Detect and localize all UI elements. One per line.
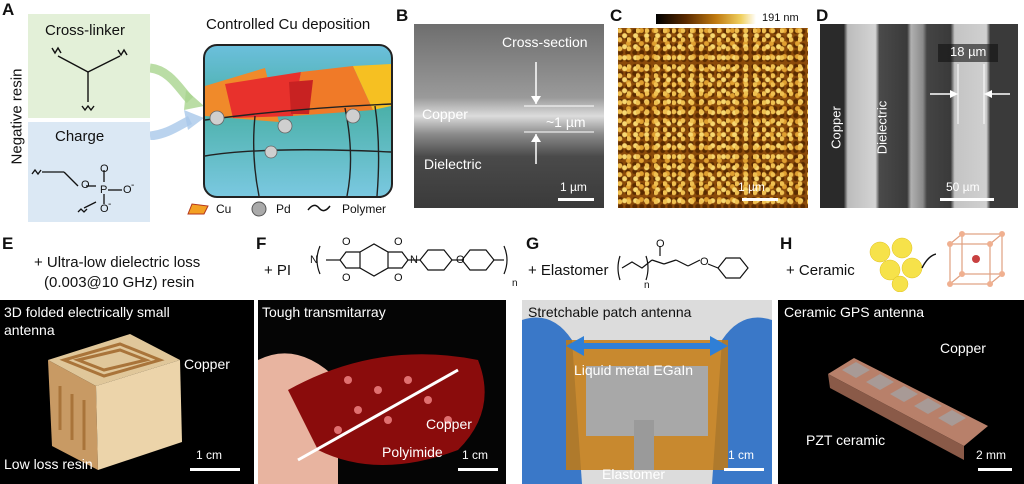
sem-scale-bar xyxy=(558,198,594,201)
thickness-label: ~1 µm xyxy=(546,114,586,130)
crosslinker-label: Cross-linker xyxy=(45,22,126,39)
afm-scale-label: 1 µm xyxy=(738,180,765,194)
pd-legend-icon xyxy=(251,201,267,217)
panel-a-label: A xyxy=(2,0,15,19)
panel-f-label: F xyxy=(256,234,267,253)
deposition-illustration xyxy=(203,44,393,198)
pattern-scale-bar xyxy=(940,198,994,201)
patch-antenna-photo xyxy=(522,300,772,484)
pi-atom-o1: O xyxy=(342,236,351,248)
copper-layer-label: Copper xyxy=(422,106,468,122)
charge-minus1: - xyxy=(131,180,135,191)
ceramic-caption: + Ceramic xyxy=(786,262,855,279)
gps-antenna-photo xyxy=(778,300,1024,484)
pattern-scale-label: 50 µm xyxy=(946,180,980,194)
afm-surface-image xyxy=(618,28,808,208)
flow-arrows xyxy=(150,63,204,140)
dielectric-layer-label: Dielectric xyxy=(424,156,482,172)
elastomer-atom-o1: O xyxy=(656,238,665,250)
pi-atom-n1: N xyxy=(310,254,318,266)
small-antenna-scale-label: 1 cm xyxy=(196,448,223,462)
pi-atom-o2: O xyxy=(394,236,403,248)
panel-h-label: H xyxy=(780,234,793,253)
colorbar-max-label: 191 nm xyxy=(762,12,799,24)
transmitarray-photo xyxy=(258,300,506,484)
transmitarray-copper-label: Copper xyxy=(426,416,472,432)
elastomer-label: Elastomer xyxy=(602,466,666,482)
pi-atom-o5: O xyxy=(456,254,465,266)
liquid-metal-label: Liquid metal EGaIn xyxy=(574,362,694,378)
afm-colorbar xyxy=(656,14,756,24)
panel-e-label: E xyxy=(2,234,14,253)
resin-caption-line1: + Ultra-low dielectric loss xyxy=(34,254,201,271)
small-antenna-title-line2: antenna xyxy=(4,322,55,338)
pattern-dielectric-label: Dielectric xyxy=(874,100,890,155)
charge-o2: O xyxy=(100,163,109,175)
low-loss-resin-label: Low loss resin xyxy=(4,456,93,472)
line-width-label: 18 µm xyxy=(950,44,987,59)
sem-pattern-image xyxy=(820,24,1018,208)
cross-section-label: Cross-section xyxy=(502,34,588,50)
cu-legend-icon xyxy=(187,203,209,215)
charge-o4: O xyxy=(100,203,109,215)
charge-minus2: - xyxy=(108,199,112,210)
charge-p: P xyxy=(100,184,108,196)
panel-g-label: G xyxy=(526,234,540,253)
charge-o3: O xyxy=(123,184,132,196)
transmitarray-scale-label: 1 cm xyxy=(462,448,489,462)
pattern-copper-label: Copper xyxy=(828,106,844,149)
crosslinker-box xyxy=(28,14,150,118)
polymer-legend-icon xyxy=(307,204,331,212)
elastomer-atom-o2: O xyxy=(700,256,709,268)
antenna-copper-label: Copper xyxy=(184,356,230,372)
polyimide-label: Polyimide xyxy=(382,444,443,460)
panel-c-label: C xyxy=(610,6,623,25)
pd-legend-label: Pd xyxy=(276,202,291,216)
charge-structure xyxy=(31,168,122,213)
panel-d-label: D xyxy=(816,6,829,25)
crosslinker-structure xyxy=(51,46,128,112)
pi-atom-o4: O xyxy=(394,272,403,284)
panel-b-label: B xyxy=(396,6,409,25)
pi-atom-n2: N xyxy=(410,254,418,266)
small-antenna-scale-bar xyxy=(190,468,240,471)
pi-atom-o3: O xyxy=(342,272,351,284)
patch-antenna-scale-bar xyxy=(724,468,764,471)
sem-cross-section-image xyxy=(414,24,604,208)
polymer-legend-label: Polymer xyxy=(342,202,387,216)
small-antenna-title-line1: 3D folded electrically small xyxy=(4,304,170,320)
charge-label: Charge xyxy=(55,128,105,145)
patch-antenna-title: Stretchable patch antenna xyxy=(528,304,692,320)
cu-legend-label: Cu xyxy=(216,202,232,216)
transmitarray-title: Tough transmitarray xyxy=(262,304,386,320)
gps-antenna-scale-bar xyxy=(978,468,1012,471)
elastomer-repeat-n: n xyxy=(644,280,650,291)
gps-antenna-scale-label: 2 mm xyxy=(976,448,1006,462)
resin-caption-line2: (0.003@10 GHz) resin xyxy=(44,274,195,291)
negative-resin-label: Negative resin xyxy=(8,68,26,165)
cu-deposition-title: Controlled Cu deposition xyxy=(206,16,371,33)
ceramic-particles-icon xyxy=(869,237,936,292)
small-antenna-photo xyxy=(0,300,254,484)
sem-scale-label: 1 µm xyxy=(560,180,587,194)
pi-caption: + PI xyxy=(264,262,292,279)
elastomer-caption: + Elastomer xyxy=(528,262,609,279)
gps-copper-label: Copper xyxy=(940,340,986,356)
crystal-lattice-icon xyxy=(947,231,1005,287)
elastomer-structure xyxy=(617,246,749,281)
afm-scale-bar xyxy=(742,198,778,201)
gps-antenna-title: Ceramic GPS antenna xyxy=(784,304,925,320)
patch-antenna-scale-label: 1 cm xyxy=(728,448,755,462)
transmitarray-scale-bar xyxy=(458,468,498,471)
charge-o1: O xyxy=(81,179,90,191)
pzt-ceramic-label: PZT ceramic xyxy=(806,432,886,448)
pi-repeat-n: n xyxy=(512,278,518,289)
polyimide-structure xyxy=(316,243,508,277)
